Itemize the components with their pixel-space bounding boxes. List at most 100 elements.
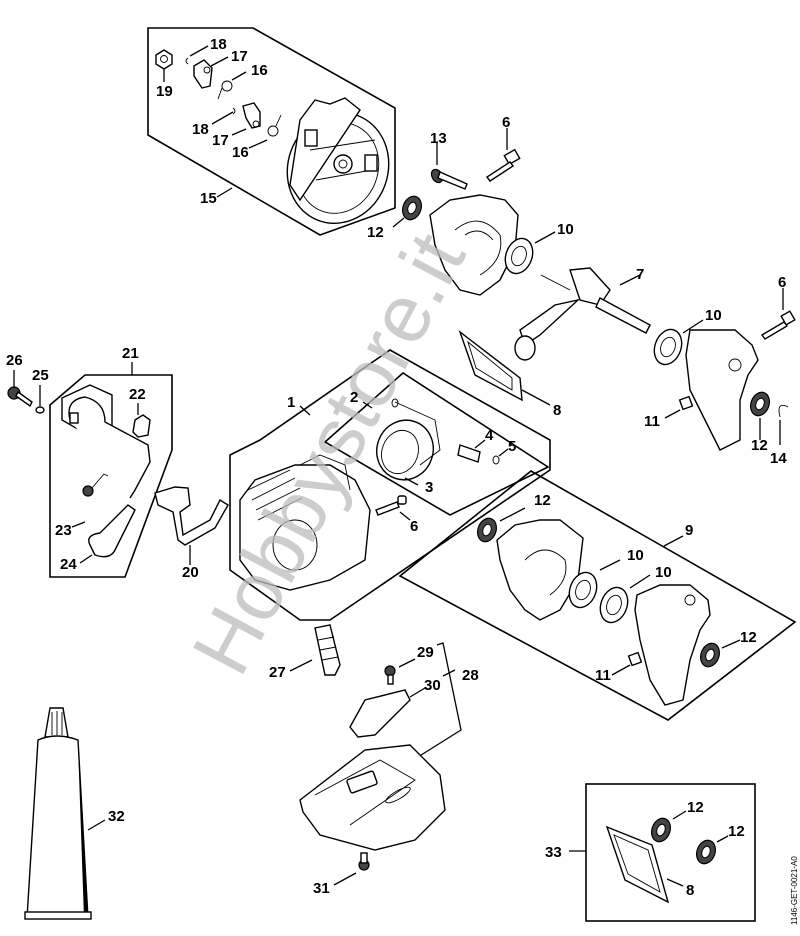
- callout-11: 11: [595, 667, 611, 684]
- callout-labels: 18 17 16 19 18 17 16 15 13 6 12 10 7 6 1…: [6, 36, 787, 899]
- clip-18b: [232, 107, 236, 115]
- spring-16a: [221, 80, 233, 92]
- callout-4: 4: [485, 427, 494, 444]
- callout-33: 33: [545, 844, 562, 861]
- spark-plug-boot-24: [88, 504, 136, 558]
- callout-12: 12: [728, 823, 745, 840]
- bracket-20: [154, 486, 229, 546]
- plate-30: [349, 689, 411, 738]
- callout-2: 2: [350, 389, 358, 406]
- circlip-5: [492, 455, 500, 465]
- crankcase-group: [398, 470, 797, 721]
- cylinder: [239, 454, 371, 591]
- callout-18: 18: [210, 36, 227, 53]
- seal-12-right: [749, 391, 771, 417]
- callout-28: 28: [462, 667, 479, 684]
- sleeve-11: [678, 395, 694, 411]
- callout-12: 12: [740, 629, 757, 646]
- callout-23: 23: [55, 522, 72, 539]
- callout-1: 1: [287, 394, 295, 411]
- callout-17: 17: [231, 48, 248, 65]
- spring-23: [82, 473, 109, 497]
- callout-22: 22: [129, 386, 146, 403]
- callout-10: 10: [705, 307, 722, 324]
- nut-19: [155, 49, 173, 70]
- piston-pin-4: [457, 444, 481, 463]
- seal-12-top: [401, 195, 423, 221]
- callout-12: 12: [367, 224, 384, 241]
- seal-12-e: [650, 817, 672, 843]
- washer-25: [35, 406, 45, 414]
- drawing-code: 1146-GET-0021-A0: [790, 856, 799, 925]
- clutch-shoe-17b: [242, 102, 261, 129]
- seal-12-f: [695, 839, 717, 865]
- upper-crankcase-parts: [392, 128, 796, 451]
- group-box-2: [323, 371, 550, 516]
- spark-plug-27: [314, 624, 341, 676]
- screw-13: [430, 168, 468, 190]
- screw-6-right: [760, 310, 796, 340]
- callout-32: 32: [108, 808, 125, 825]
- callout-7: 7: [636, 266, 644, 283]
- callout-13: 13: [430, 130, 447, 147]
- screw-31: [358, 852, 370, 871]
- callout-10: 10: [655, 564, 672, 581]
- group-box-33: [585, 783, 756, 922]
- bearing-10-c: [568, 571, 598, 609]
- group-box-15: [147, 27, 396, 236]
- callout-16: 16: [232, 144, 249, 161]
- grease-tube-32: [24, 707, 92, 920]
- cylinder-group: [229, 349, 551, 621]
- clip-18a: [185, 57, 189, 65]
- callout-14: 14: [770, 450, 787, 467]
- gasket-8: [458, 330, 523, 402]
- callout-17: 17: [212, 132, 229, 149]
- callout-15: 15: [200, 190, 217, 207]
- callout-19: 19: [156, 83, 173, 100]
- group-box-1: [229, 349, 551, 621]
- callout-10: 10: [627, 547, 644, 564]
- callout-16: 16: [251, 62, 268, 79]
- gasket-set-group: [569, 783, 756, 922]
- seal-12-c: [476, 517, 498, 543]
- screw-26: [7, 386, 33, 408]
- crankcase-half-c: [496, 519, 584, 621]
- callout-27: 27: [269, 664, 286, 681]
- bearing-10-b: [653, 328, 683, 366]
- callout-25: 25: [32, 367, 49, 384]
- callout-12: 12: [687, 799, 704, 816]
- ignition-group: [7, 362, 229, 578]
- callout-18: 18: [192, 121, 209, 138]
- screw-6-top: [485, 148, 521, 182]
- screw-29: [384, 665, 396, 685]
- crankcase-half-d: [634, 584, 711, 706]
- ignition-module: [61, 384, 151, 499]
- circlip-14: [778, 404, 789, 418]
- callout-9: 9: [685, 522, 693, 539]
- spring-16b: [267, 125, 279, 137]
- piston: [376, 401, 441, 481]
- group-box-21: [49, 374, 173, 578]
- callout-31: 31: [313, 880, 330, 897]
- callout-10: 10: [557, 221, 574, 238]
- callout-6: 6: [410, 518, 418, 535]
- bearing-10-d: [599, 586, 629, 624]
- callout-20: 20: [182, 564, 199, 581]
- muffler-28: [299, 744, 446, 851]
- callout-24: 24: [60, 556, 77, 573]
- crankcase-half-right: [685, 329, 759, 451]
- bearing-10-a: [504, 237, 534, 275]
- clutch-shoe-17a: [193, 59, 213, 89]
- callout-11: 11: [644, 413, 660, 430]
- callout-26: 26: [6, 352, 23, 369]
- screw-6-cylinder: [375, 495, 407, 516]
- callout-12: 12: [751, 437, 768, 454]
- callout-21: 21: [122, 345, 139, 362]
- seal-12-d: [699, 642, 721, 668]
- crankshaft-7: [514, 267, 651, 361]
- callout-29: 29: [417, 644, 434, 661]
- group-box-9: [398, 470, 797, 721]
- callout-8: 8: [686, 882, 694, 899]
- connector-22: [132, 414, 151, 438]
